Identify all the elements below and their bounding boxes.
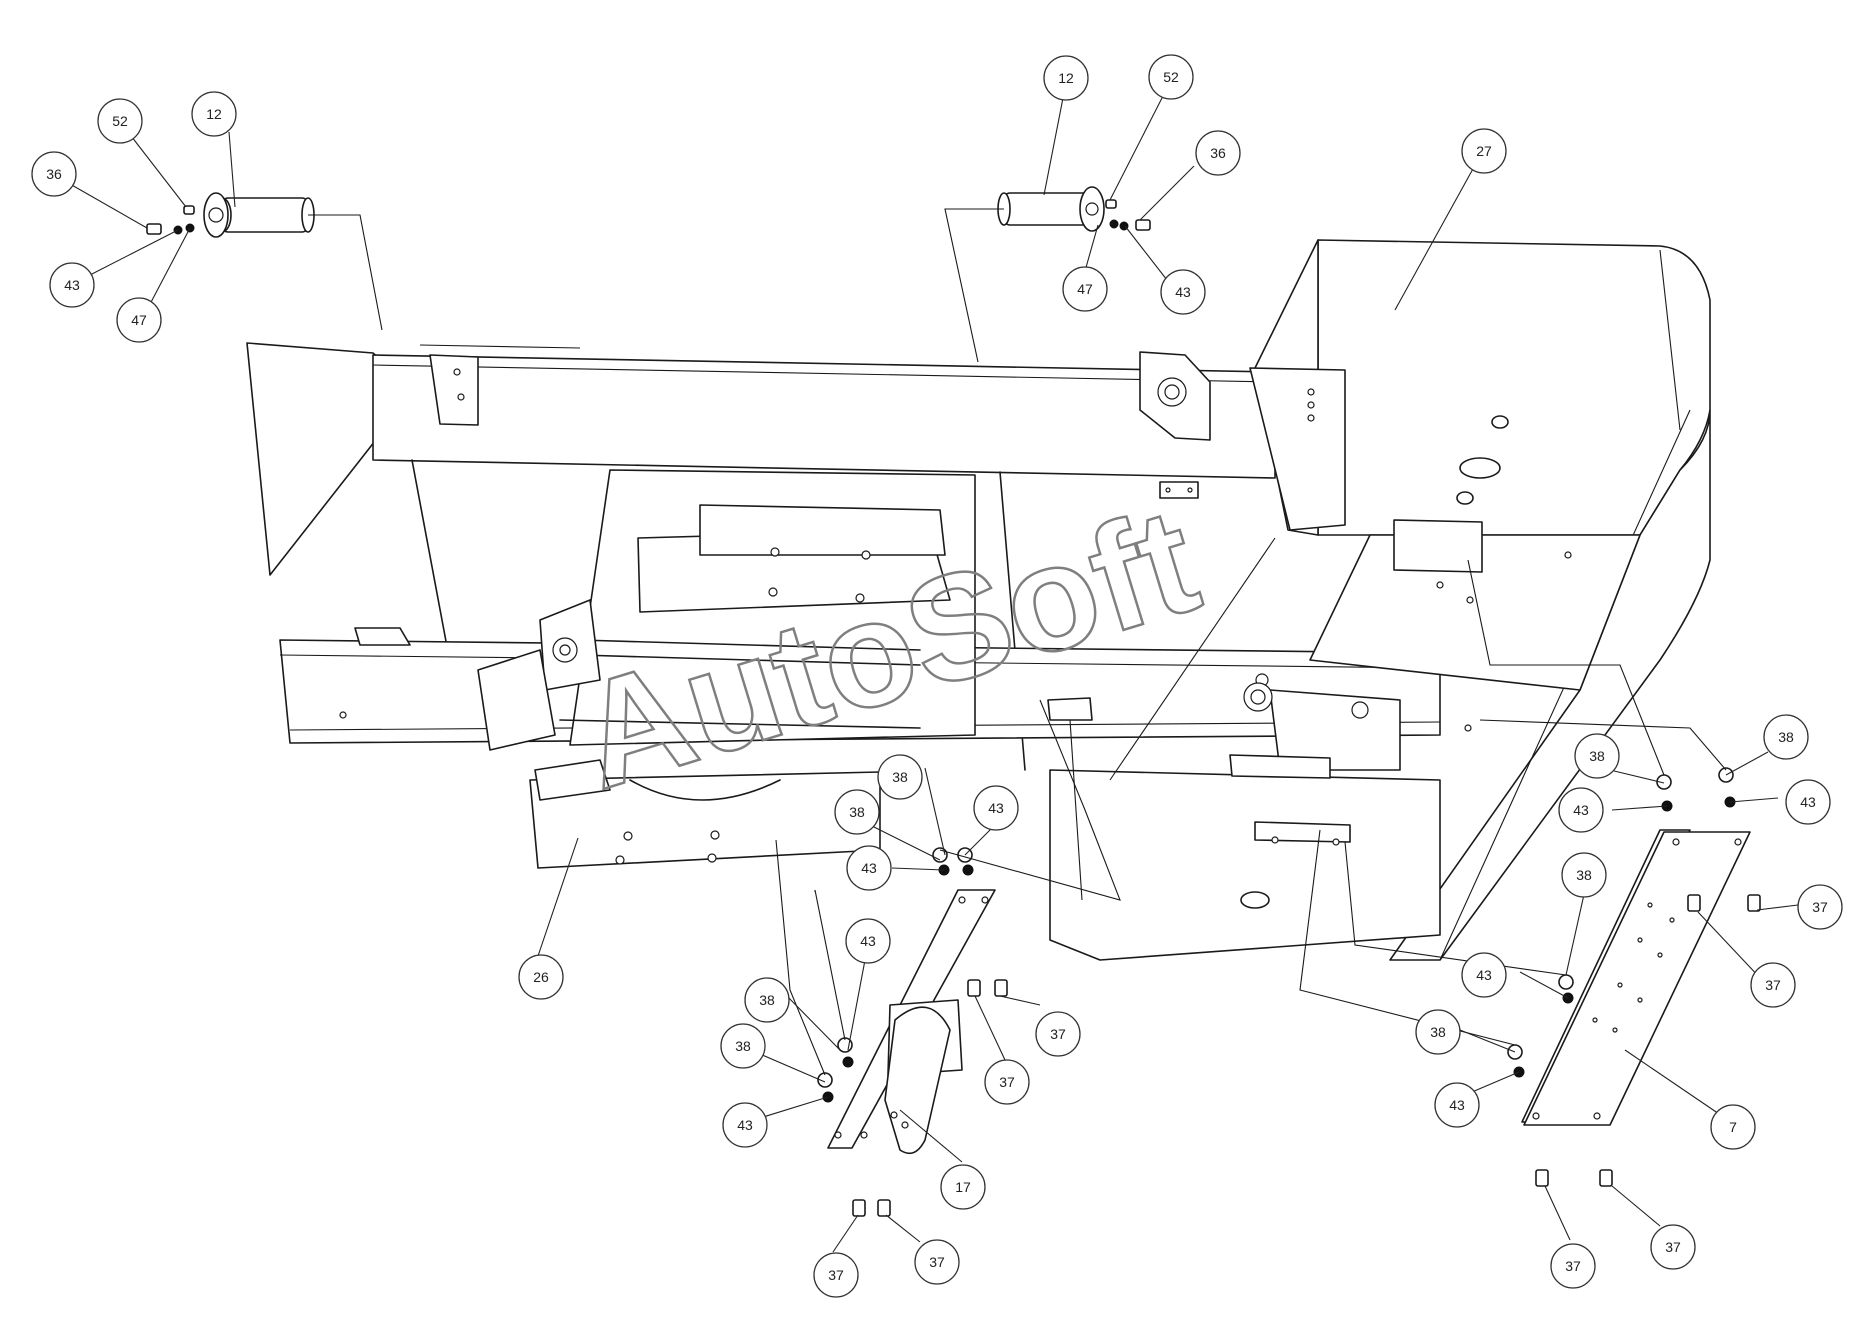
svg-text:38: 38 xyxy=(735,1038,751,1054)
callout-38-e: 38 xyxy=(1574,733,1620,779)
callout-26: 26 xyxy=(518,954,564,1000)
svg-text:43: 43 xyxy=(1175,284,1191,300)
svg-text:38: 38 xyxy=(1778,729,1794,745)
svg-text:43: 43 xyxy=(64,277,80,293)
svg-text:38: 38 xyxy=(1589,748,1605,764)
callout-43-e: 43 xyxy=(1558,787,1604,833)
callout-38-d: 38 xyxy=(720,1023,766,1069)
callout-12-right: 12 xyxy=(1043,55,1089,101)
callouts: 52 12 36 43 47 12 52 36 47 43 27 26 38 3… xyxy=(31,54,1843,1298)
svg-text:12: 12 xyxy=(206,106,222,122)
callout-47-right: 47 xyxy=(1062,266,1108,312)
callout-43-right: 43 xyxy=(1160,269,1206,315)
svg-text:38: 38 xyxy=(892,769,908,785)
svg-text:37: 37 xyxy=(1565,1258,1581,1274)
callout-43-d: 43 xyxy=(722,1102,768,1148)
svg-text:43: 43 xyxy=(737,1117,753,1133)
leader-lines xyxy=(69,95,1799,1253)
callout-12-left: 12 xyxy=(191,91,237,137)
callout-43-b: 43 xyxy=(846,845,892,891)
callout-36-left: 36 xyxy=(31,151,77,197)
svg-text:43: 43 xyxy=(988,800,1004,816)
callout-38-g: 38 xyxy=(1561,852,1607,898)
callout-37-h: 37 xyxy=(1650,1224,1696,1270)
callout-38-a: 38 xyxy=(877,754,923,800)
pin-assembly-right xyxy=(944,186,1151,363)
main-frame xyxy=(246,342,1441,869)
svg-text:17: 17 xyxy=(955,1179,971,1195)
svg-text:38: 38 xyxy=(759,992,775,1008)
callout-7: 7 xyxy=(1710,1104,1756,1150)
callout-43-left: 43 xyxy=(49,262,95,308)
svg-text:43: 43 xyxy=(861,860,877,876)
svg-text:52: 52 xyxy=(1163,69,1179,85)
svg-text:37: 37 xyxy=(1665,1239,1681,1255)
callout-43-c: 43 xyxy=(845,918,891,964)
svg-text:37: 37 xyxy=(1812,899,1828,915)
callout-43-a: 43 xyxy=(973,785,1019,831)
svg-text:43: 43 xyxy=(1573,802,1589,818)
callout-17: 17 xyxy=(940,1164,986,1210)
callout-43-f: 43 xyxy=(1785,779,1831,825)
svg-text:37: 37 xyxy=(828,1267,844,1283)
svg-text:38: 38 xyxy=(1430,1024,1446,1040)
callout-37-b: 37 xyxy=(1035,1011,1081,1057)
svg-text:43: 43 xyxy=(1800,794,1816,810)
callout-38-f: 38 xyxy=(1763,714,1809,760)
svg-text:37: 37 xyxy=(929,1254,945,1270)
svg-text:52: 52 xyxy=(112,113,128,129)
callout-38-h: 38 xyxy=(1415,1009,1461,1055)
bracket-17 xyxy=(817,847,1008,1217)
callout-47-left: 47 xyxy=(116,297,162,343)
tank-27 xyxy=(1047,239,1711,961)
callout-27: 27 xyxy=(1461,128,1507,174)
assembly-lines xyxy=(775,537,1727,1076)
callout-37-d: 37 xyxy=(914,1239,960,1285)
svg-text:37: 37 xyxy=(999,1074,1015,1090)
callout-37-g: 37 xyxy=(1550,1243,1596,1289)
svg-text:27: 27 xyxy=(1476,143,1492,159)
callout-36-right: 36 xyxy=(1195,130,1241,176)
svg-text:43: 43 xyxy=(1449,1097,1465,1113)
svg-text:38: 38 xyxy=(849,804,865,820)
plate-7 xyxy=(1507,767,1761,1187)
callout-38-b: 38 xyxy=(834,789,880,835)
callout-37-c: 37 xyxy=(813,1252,859,1298)
callout-43-h: 43 xyxy=(1434,1082,1480,1128)
svg-text:26: 26 xyxy=(533,969,549,985)
callout-43-g: 43 xyxy=(1461,952,1507,998)
callout-52-left: 52 xyxy=(97,98,143,144)
svg-text:43: 43 xyxy=(1476,967,1492,983)
callout-38-c: 38 xyxy=(744,977,790,1023)
svg-text:38: 38 xyxy=(1576,867,1592,883)
svg-text:47: 47 xyxy=(1077,281,1093,297)
svg-text:36: 36 xyxy=(1210,145,1226,161)
callout-37-a: 37 xyxy=(984,1059,1030,1105)
svg-text:12: 12 xyxy=(1058,70,1074,86)
callout-52-right: 52 xyxy=(1148,54,1194,100)
svg-text:43: 43 xyxy=(860,933,876,949)
svg-text:37: 37 xyxy=(1050,1026,1066,1042)
callout-37-f: 37 xyxy=(1750,962,1796,1008)
pin-assembly-left xyxy=(146,192,383,331)
svg-text:36: 36 xyxy=(46,166,62,182)
svg-text:47: 47 xyxy=(131,312,147,328)
callout-37-e: 37 xyxy=(1797,884,1843,930)
svg-text:7: 7 xyxy=(1729,1119,1737,1135)
svg-text:37: 37 xyxy=(1765,977,1781,993)
